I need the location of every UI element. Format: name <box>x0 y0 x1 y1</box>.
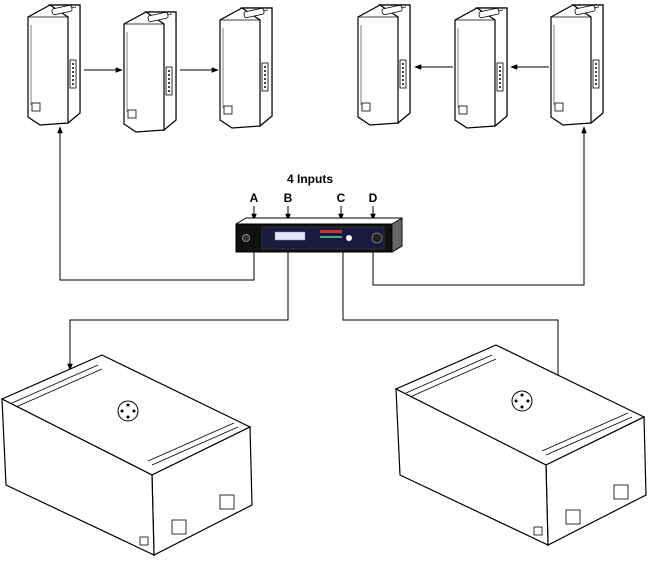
amplifier-unit <box>235 217 403 253</box>
column-speaker-right-1 <box>357 4 411 126</box>
output-wire-a <box>57 126 255 281</box>
subwoofer-right <box>395 344 647 546</box>
column-speaker-left-2 <box>123 11 177 133</box>
diagram-title: 4 Inputs <box>287 172 333 186</box>
output-wire-d <box>372 126 587 286</box>
column-speaker-left-1 <box>27 4 81 126</box>
input-label-b: B <box>284 191 293 205</box>
input-label-c: C <box>337 191 346 205</box>
column-speaker-right-2 <box>454 7 508 129</box>
column-speaker-left-3 <box>219 7 273 129</box>
subwoofer-left <box>1 354 253 556</box>
column-speaker-right-3 <box>550 4 604 126</box>
output-wire-b <box>67 252 289 371</box>
output-wire-c <box>342 252 561 384</box>
input-label-d: D <box>369 191 378 205</box>
input-label-a: A <box>250 191 259 205</box>
